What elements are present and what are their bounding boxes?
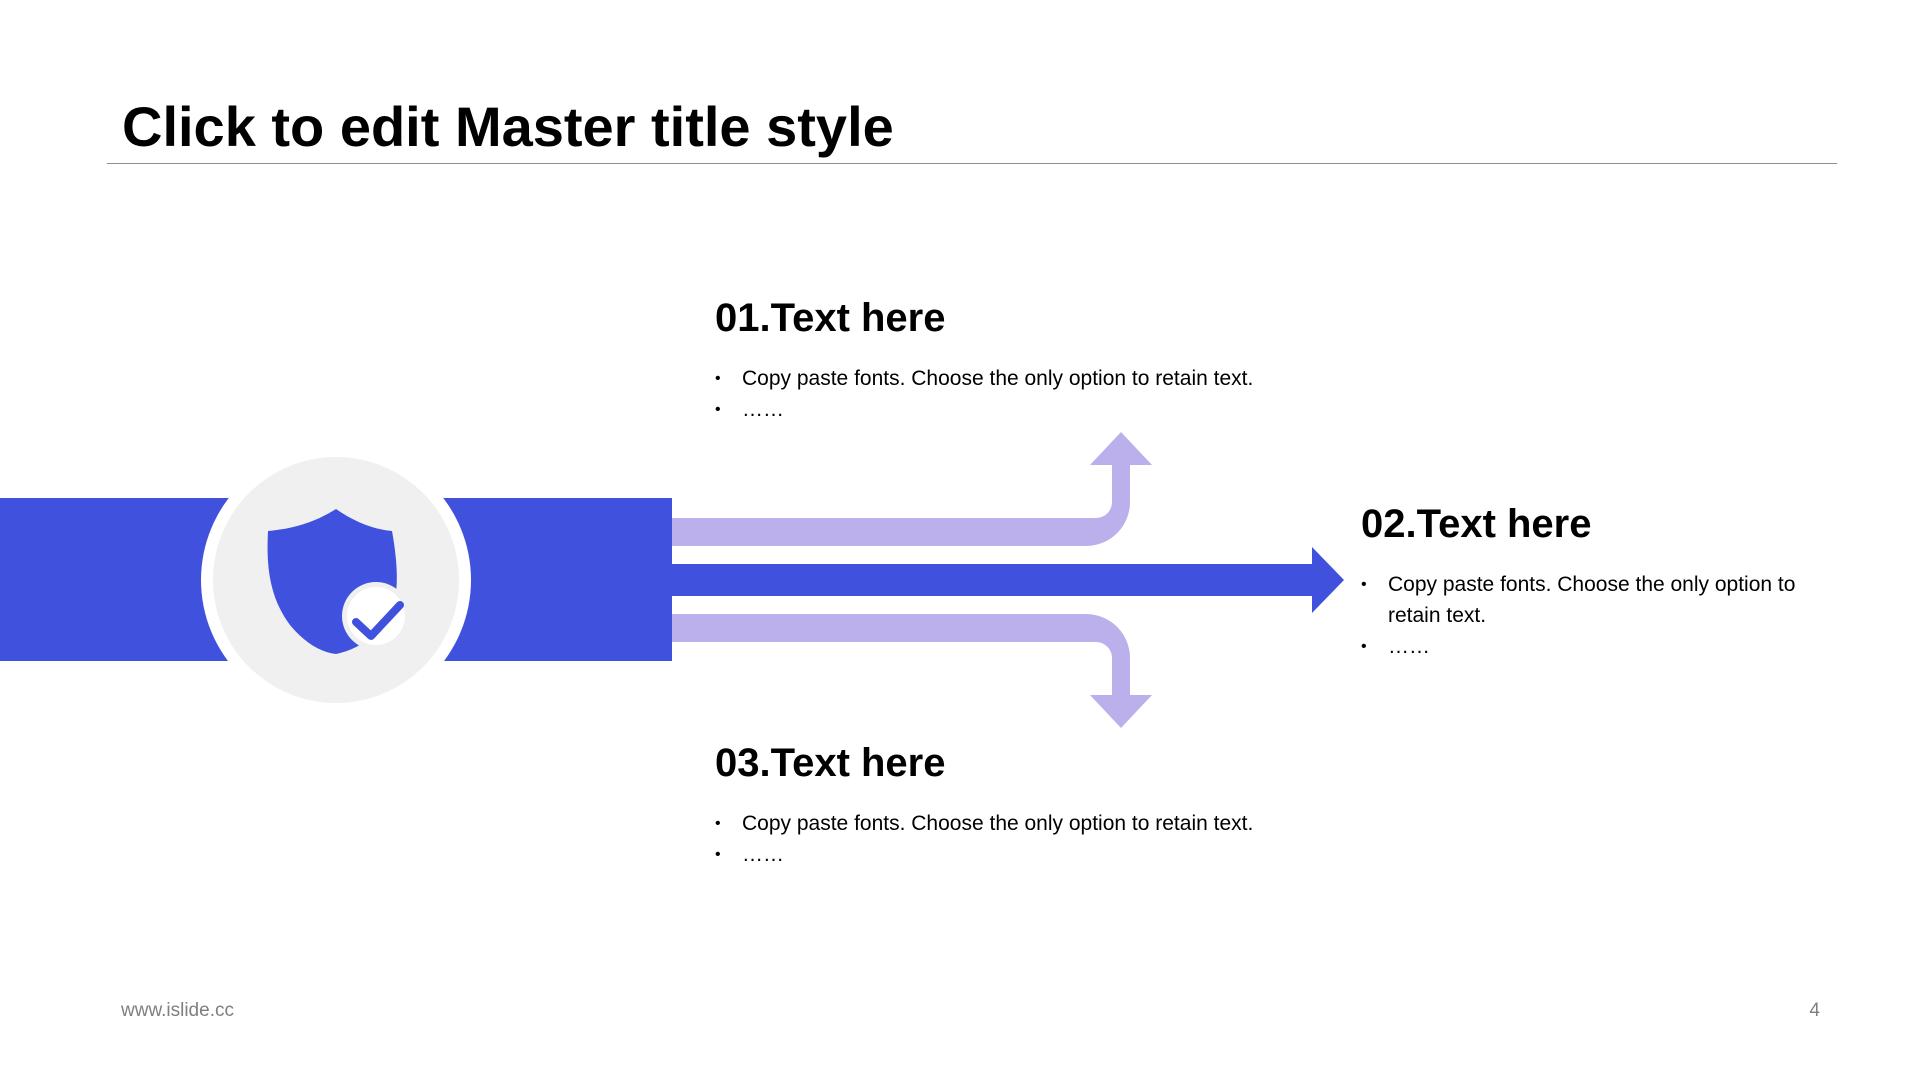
list-item: Copy paste fonts. Choose the only option…	[715, 363, 1415, 394]
arrow-right	[672, 547, 1344, 613]
shield-check-icon	[267, 509, 410, 654]
page-number: 4	[1809, 1000, 1820, 1021]
slide-title: Click to edit Master title style	[122, 95, 894, 158]
list-item: Copy paste fonts. Choose the only option…	[715, 808, 1415, 839]
text-block-01: 01.Text here Copy paste fonts. Choose th…	[715, 295, 1415, 425]
item-heading: 02.Text here	[1361, 502, 1592, 546]
item-heading: 03.Text here	[715, 741, 946, 785]
list-item: Copy paste fonts. Choose the only option…	[1361, 569, 1841, 631]
arrow-up	[672, 432, 1152, 546]
list-item: ……	[1361, 631, 1841, 662]
text-block-03: 03.Text here Copy paste fonts. Choose th…	[715, 740, 1415, 870]
item-heading: 01.Text here	[715, 296, 946, 340]
title-divider	[107, 163, 1837, 164]
footer-url: www.islide.cc	[121, 1000, 234, 1021]
bullet-list: Copy paste fonts. Choose the only option…	[715, 363, 1415, 425]
bullet-list: Copy paste fonts. Choose the only option…	[715, 808, 1415, 870]
list-item: ……	[715, 394, 1415, 425]
list-item: ……	[715, 839, 1415, 870]
bullet-list: Copy paste fonts. Choose the only option…	[1361, 569, 1841, 662]
text-block-02: 02.Text here Copy paste fonts. Choose th…	[1361, 501, 1841, 662]
arrow-down	[672, 614, 1152, 728]
